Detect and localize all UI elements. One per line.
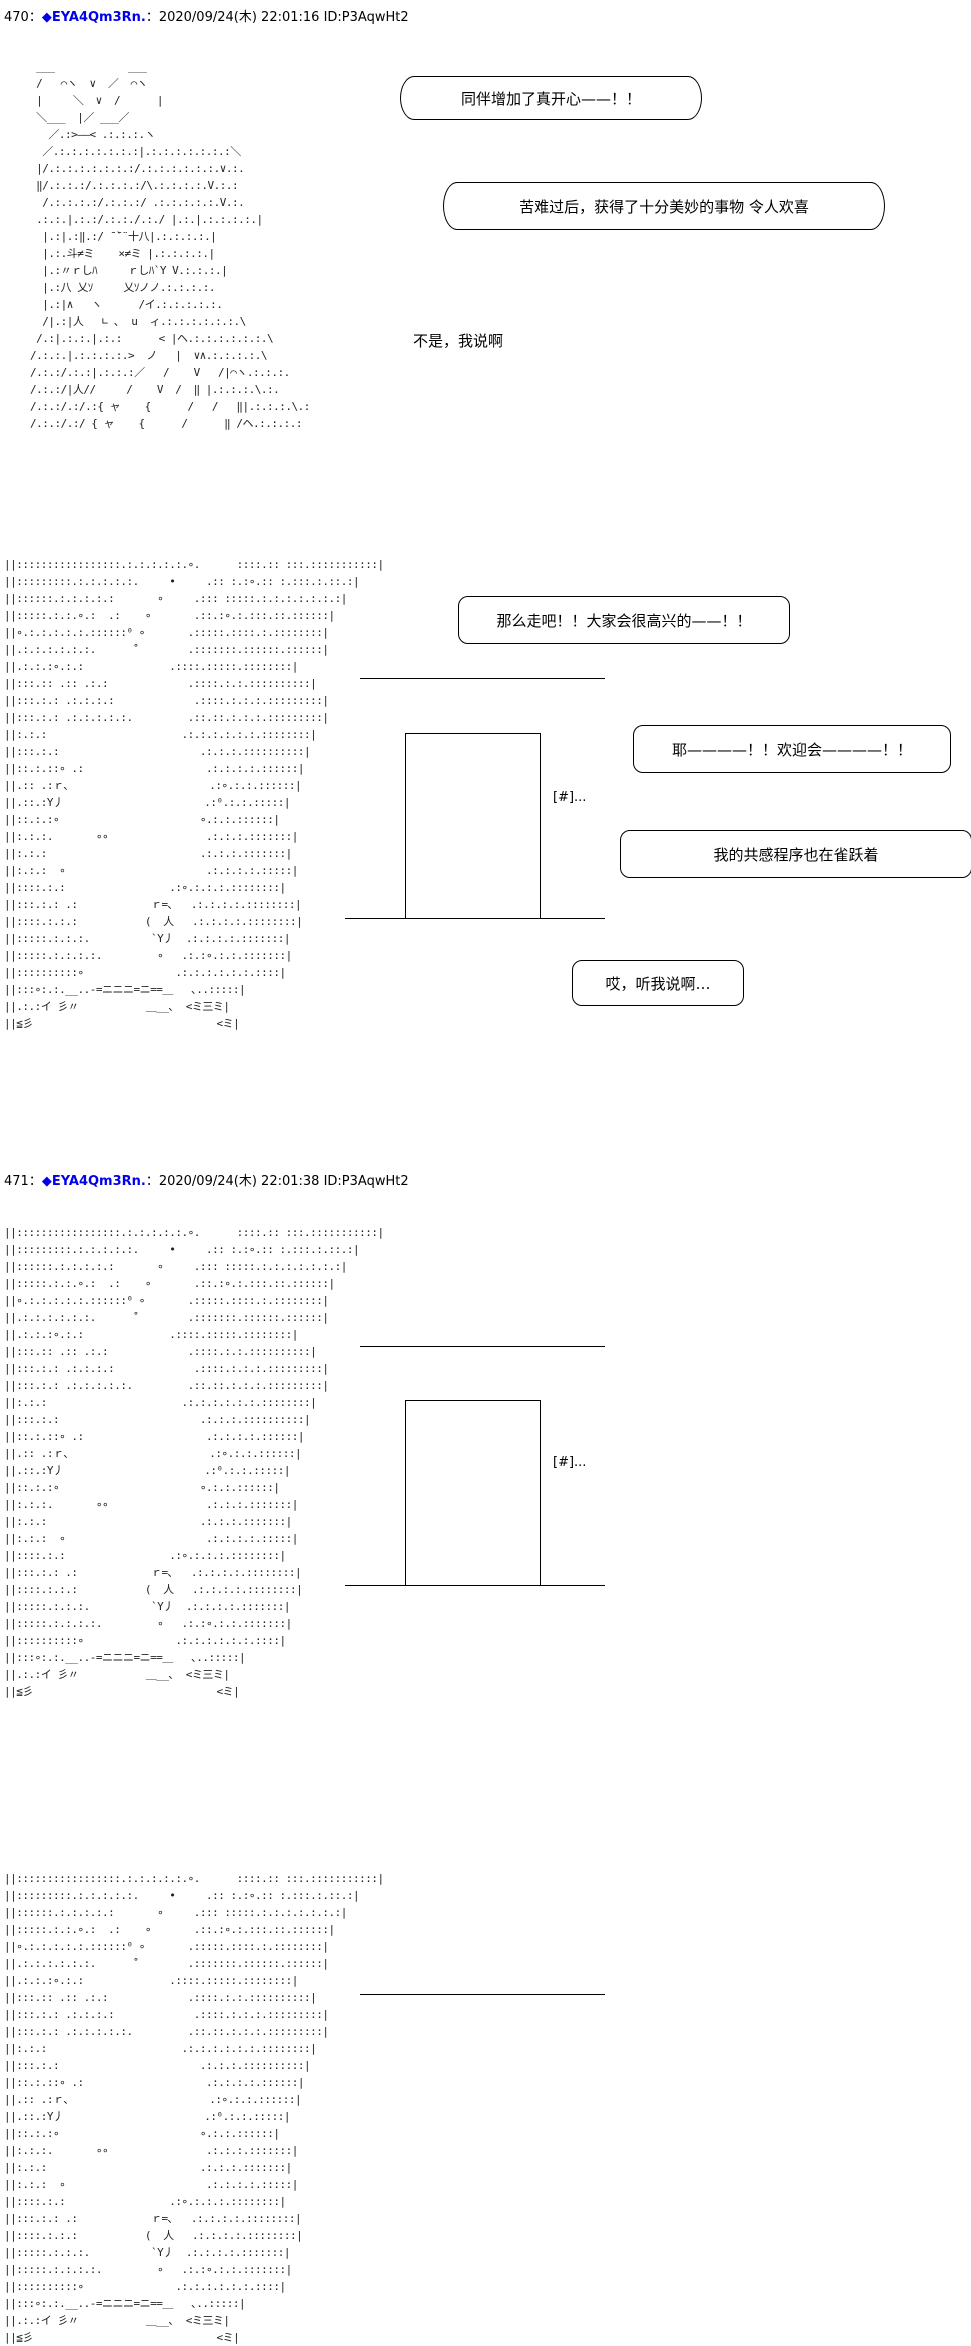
speech-bubble-6: 哎，听我说啊… (572, 960, 744, 1006)
speech-text: 苦难过后，获得了十分美妙的事物 令人欢喜 (519, 197, 809, 216)
speech-text: 同伴增加了真开心——！！ (460, 89, 641, 108)
post-sep: ： (28, 1174, 42, 1189)
speech-bubble-4: 耶————！！欢迎会————！！ (633, 725, 951, 773)
poster-trip[interactable]: ◆EYA4Qm3Rn. (41, 1174, 146, 1189)
speech-text: 那么走吧！！大家会很高兴的——！！ (496, 611, 752, 630)
speech-text: 我的共感程序也在雀跃着 (713, 845, 879, 864)
post-number: 470 (4, 10, 29, 25)
door-top-line (360, 1994, 605, 1995)
poster-trip[interactable]: ◆EYA4Qm3Rn. (41, 10, 146, 25)
speech-text: 哎，听我说啊… (605, 974, 711, 993)
room-ascii-art: ||:::::::::::::::::.:.:.:.:.:.∘. ::::.::… (4, 1226, 384, 1698)
room-ascii-art: ||:::::::::::::::::.:.:.:.:.:.∘. ::::.::… (4, 558, 384, 1030)
door-right (540, 1400, 541, 1585)
speech-text: 耶————！！欢迎会————！！ (671, 740, 912, 759)
door-top (405, 733, 540, 734)
post-sep: ： (28, 10, 42, 25)
narration-text: 不是，我说啊 (413, 332, 504, 350)
door-right (540, 733, 541, 918)
scene-label: [#]... (553, 790, 587, 805)
door-top-line (360, 1346, 605, 1347)
door-left (405, 733, 406, 918)
post-header: 470：◆EYA4Qm3Rn.：2020/09/24(木) 22:01:16 I… (4, 6, 409, 25)
post-number: 471 (4, 1174, 29, 1189)
ascii-art-character: ___ ___ / ⌒ヽ ∨ ／ ⌒ヽ | ＼ ∨ / | ＼___ |／ __… (30, 60, 310, 430)
speech-bubble-2: 苦难过后，获得了十分美妙的事物 令人欢喜 (443, 182, 885, 230)
floor-line (345, 918, 605, 919)
speech-bubble-5: 我的共感程序也在雀跃着 (620, 830, 971, 878)
post-header: 471：◆EYA4Qm3Rn.：2020/09/24(木) 22:01:38 I… (4, 1170, 409, 1189)
post-meta: ：2020/09/24(木) 22:01:38 ID:P3AqwHt2 (145, 1174, 409, 1189)
speech-bubble-3: 那么走吧！！大家会很高兴的——！！ (458, 596, 790, 644)
floor-line (345, 1585, 605, 1586)
door-top-line (360, 678, 605, 679)
room-ascii-art: ||:::::::::::::::::.:.:.:.:.:.∘. ::::.::… (4, 1872, 384, 2344)
door-left (405, 1400, 406, 1585)
door-top (405, 1400, 540, 1401)
post-meta: ：2020/09/24(木) 22:01:16 ID:P3AqwHt2 (145, 10, 409, 25)
scene-label: [#]... (553, 1455, 587, 1470)
speech-bubble-1: 同伴增加了真开心——！！ (400, 76, 702, 120)
